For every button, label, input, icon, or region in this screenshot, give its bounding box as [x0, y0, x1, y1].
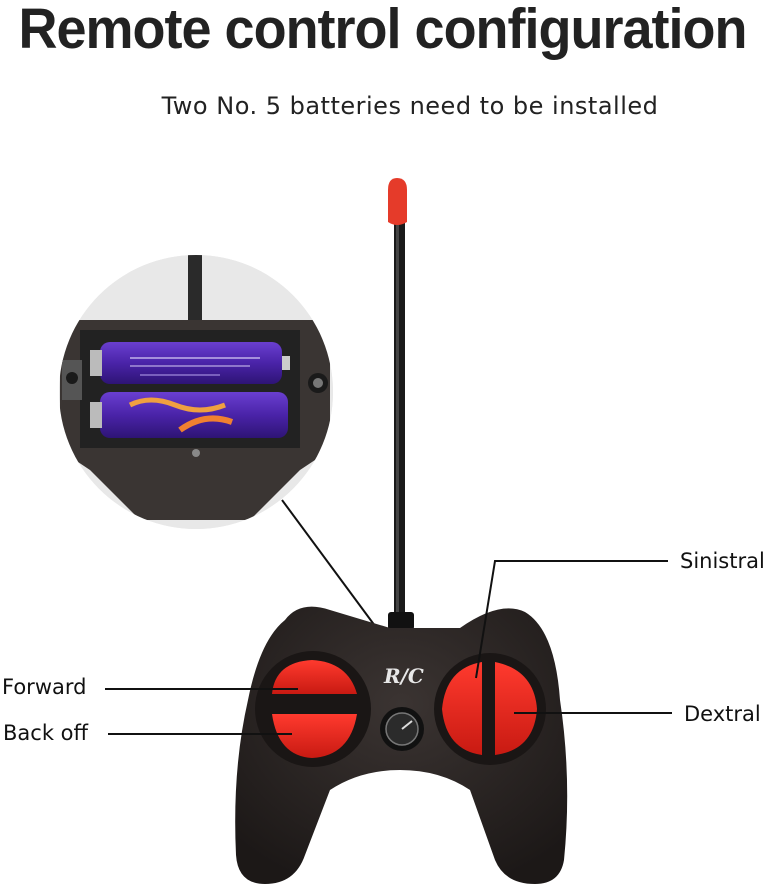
- forward-label: Forward: [2, 675, 87, 699]
- page-subtitle: Two No. 5 batteries need to be installed: [161, 92, 659, 120]
- forward-button: [272, 660, 357, 694]
- battery-bottom: [90, 392, 288, 438]
- zoom-pointer-line: [281, 499, 379, 631]
- dextral-button: [495, 662, 537, 755]
- battery-zoom-view: [59, 255, 333, 529]
- back-off-button: [272, 714, 357, 758]
- back-off-label: Back off: [3, 721, 88, 745]
- sinistral-button: [442, 662, 482, 755]
- antenna: [388, 178, 414, 630]
- battery-top: [90, 342, 290, 384]
- rc-badge: R/C: [384, 664, 424, 688]
- dextral-label: Dextral: [684, 702, 761, 726]
- antenna-tip: [388, 178, 407, 225]
- callout-lines: [105, 560, 672, 735]
- page-title: Remote control configuration: [18, 0, 748, 61]
- sinistral-label: Sinistral: [680, 549, 765, 573]
